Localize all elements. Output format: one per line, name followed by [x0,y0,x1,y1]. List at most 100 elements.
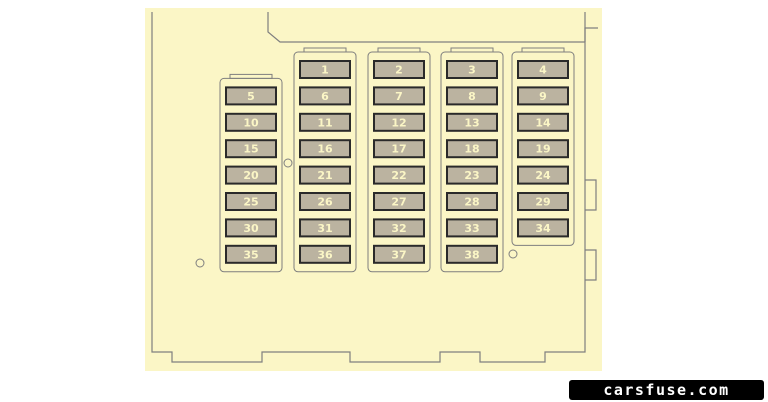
site-watermark: carsfuse.com [569,380,764,400]
fuse-6[interactable]: 6 [299,86,351,106]
fuse-15[interactable]: 15 [225,139,277,159]
fuse-37[interactable]: 37 [373,244,425,264]
fuse-31[interactable]: 31 [299,218,351,238]
fuse-body [299,86,351,106]
fuse-label: 15 [243,143,258,156]
fuse-body [299,139,351,159]
fuse-10[interactable]: 10 [225,112,277,132]
fuse-body [373,165,425,185]
fuse-label: 21 [317,169,332,182]
fuse-body [446,139,498,159]
fuse-body [373,139,425,159]
fuse-body [446,244,498,264]
fuse-9[interactable]: 9 [517,86,569,106]
fuse-3[interactable]: 3 [446,60,498,79]
fuse-29[interactable]: 29 [517,192,569,211]
fuse-body [446,218,498,238]
fuse-label: 8 [468,90,476,103]
fuse-label: 13 [464,116,479,129]
fuse-26[interactable]: 26 [299,192,351,211]
fuse-body [225,86,277,106]
fuse-16[interactable]: 16 [299,139,351,159]
fuse-32[interactable]: 32 [373,218,425,238]
fuse-body [373,218,425,238]
fuse-13[interactable]: 13 [446,112,498,132]
fuse-34[interactable]: 34 [517,218,569,238]
fuse-28[interactable]: 28 [446,192,498,211]
fuse-body [225,139,277,159]
fuse-19[interactable]: 19 [517,139,569,159]
fuse-label: 31 [317,222,332,235]
fuse-label: 1 [321,64,329,77]
fuse-label: 14 [535,116,551,129]
fuse-17[interactable]: 17 [373,139,425,159]
mounting-hole [508,249,518,259]
fuse-label: 18 [464,143,479,156]
fuse-36[interactable]: 36 [299,244,351,264]
fuse-body [373,60,425,79]
fuse-4[interactable]: 4 [517,60,569,79]
fuse-8[interactable]: 8 [446,86,498,106]
fuse-label: 33 [464,222,479,235]
fuse-body [373,112,425,132]
fuse-body [517,112,569,132]
fuse-label: 19 [535,143,550,156]
fuse-label: 38 [464,248,479,261]
mounting-hole [283,158,293,168]
fuse-label: 16 [317,143,333,156]
fuse-label: 27 [391,196,406,209]
fuse-5[interactable]: 5 [225,86,277,106]
fuse-body [446,60,498,79]
fuse-body [517,192,569,211]
fuse-21[interactable]: 21 [299,165,351,185]
fuse-18[interactable]: 18 [446,139,498,159]
fuse-25[interactable]: 25 [225,192,277,211]
fuse-7[interactable]: 7 [373,86,425,106]
fuse-label: 2 [395,64,403,77]
fuse-label: 3 [468,64,476,77]
fuse-11[interactable]: 11 [299,112,351,132]
fuse-35[interactable]: 35 [225,244,277,264]
fuse-23[interactable]: 23 [446,165,498,185]
fuse-2[interactable]: 2 [373,60,425,79]
fuse-body [373,86,425,106]
fuse-body [299,218,351,238]
fuse-body [299,244,351,264]
fuse-22[interactable]: 22 [373,165,425,185]
fuse-label: 36 [317,248,333,261]
fuse-1[interactable]: 1 [299,60,351,79]
fuse-body [517,86,569,106]
housing-top-step [267,12,598,43]
fuse-column-tab [450,47,494,53]
fuse-column-tab [377,47,421,53]
fuse-body [517,218,569,238]
fuse-30[interactable]: 30 [225,218,277,238]
fuse-14[interactable]: 14 [517,112,569,132]
fuse-body [446,165,498,185]
fuse-label: 37 [391,248,406,261]
fuse-33[interactable]: 33 [446,218,498,238]
fuse-12[interactable]: 12 [373,112,425,132]
fuse-label: 10 [243,116,259,129]
fuse-38[interactable]: 38 [446,244,498,264]
fuse-label: 22 [391,169,406,182]
fuse-label: 20 [243,169,259,182]
fuse-body [299,112,351,132]
fuse-column-tab [303,47,347,53]
fuse-body [373,192,425,211]
fuse-column-tab [521,47,565,53]
fuse-body [517,60,569,79]
fuse-label: 7 [395,90,403,103]
fuse-body [225,112,277,132]
fuse-27[interactable]: 27 [373,192,425,211]
fuse-label: 17 [391,143,406,156]
fuse-label: 9 [539,90,547,103]
fuse-24[interactable]: 24 [517,165,569,185]
fuse-20[interactable]: 20 [225,165,277,185]
fuse-label: 25 [243,196,258,209]
fuse-body [299,192,351,211]
fuse-body [446,192,498,211]
fuse-label: 24 [535,169,551,182]
fuse-body [517,139,569,159]
